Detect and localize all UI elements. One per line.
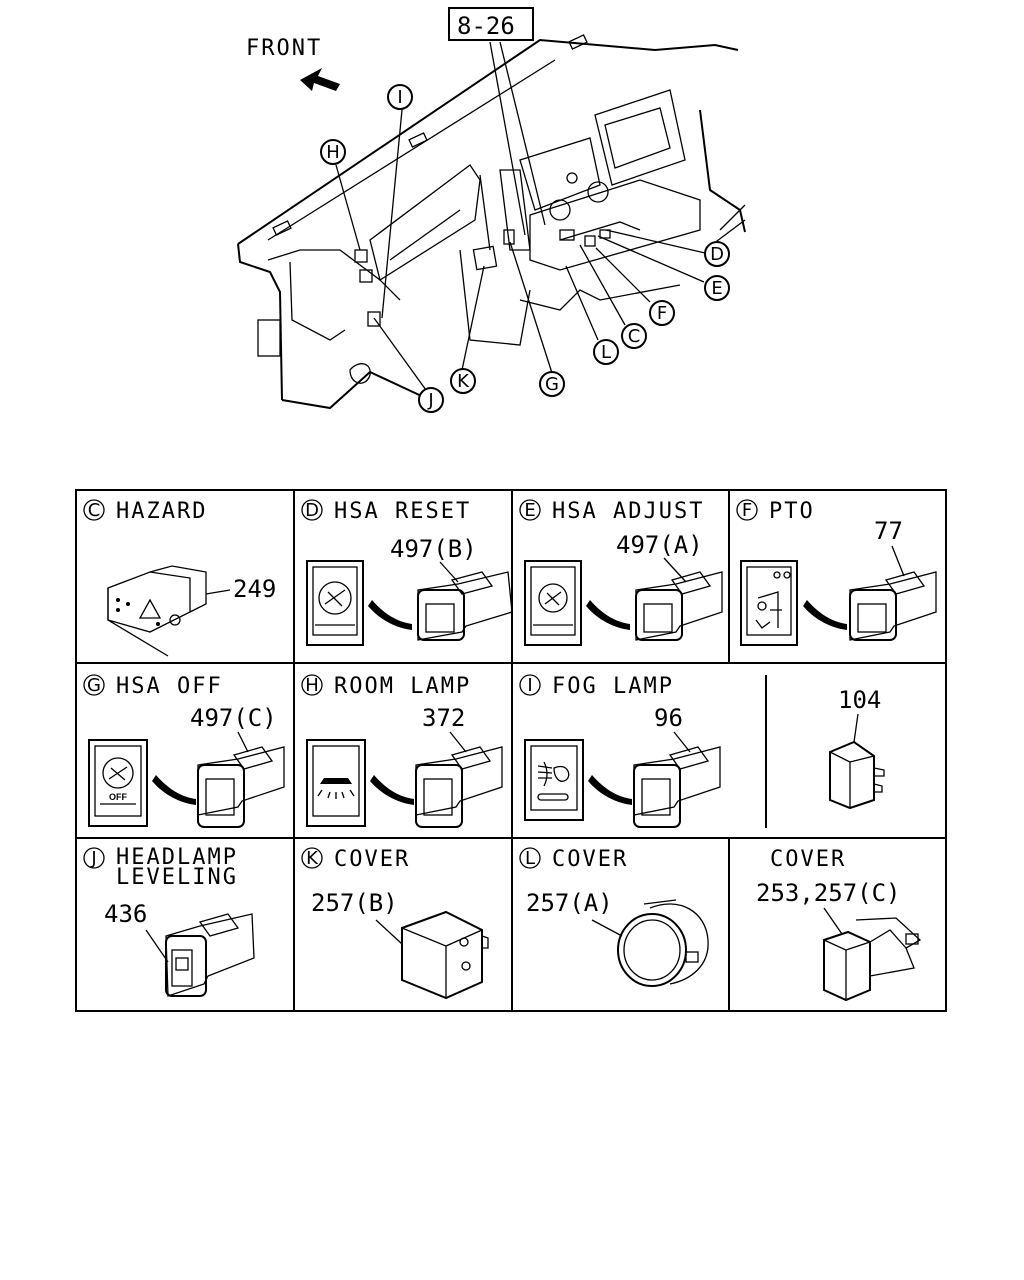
callout-l: L — [593, 339, 619, 365]
part-number: 372 — [422, 704, 465, 732]
svg-text:I: I — [527, 675, 532, 696]
cell-hsa-adjust: E HSA ADJUST 497(A) — [519, 499, 723, 646]
svg-text:I: I — [397, 87, 402, 108]
svg-text:K: K — [306, 848, 319, 869]
part-number: 257(A) — [526, 889, 613, 917]
part-number: 253,257(C) — [756, 879, 901, 907]
arrow-icon — [586, 600, 630, 630]
cell-letter-circle — [83, 499, 105, 521]
svg-text:H: H — [326, 142, 340, 163]
hsa-adjust-face-icon — [524, 560, 582, 646]
hsa-reset-face-icon — [306, 560, 364, 646]
part-number: 257(B) — [311, 889, 398, 917]
part-number: 249 — [233, 575, 276, 603]
part-number: 497(A) — [616, 531, 703, 559]
cell-hsa-reset: D HSA RESET 497(B) — [301, 499, 513, 646]
cell-hsa-off: G HSA OFF 497(C) OFF — [83, 674, 285, 828]
svg-text:F: F — [657, 303, 667, 324]
callout-e: E — [704, 275, 730, 301]
room-lamp-face-icon — [306, 739, 366, 827]
part-number: 104 — [838, 686, 881, 714]
cell-cover-k: K COVER 257(B) — [301, 847, 489, 1000]
svg-text:E: E — [711, 278, 722, 299]
cover-block-icon — [829, 740, 885, 810]
cell-pto: F PTO 77 — [736, 499, 937, 646]
svg-text:G: G — [545, 374, 559, 395]
off-text: OFF — [109, 792, 127, 802]
switch-body-icon — [849, 571, 937, 641]
svg-text:K: K — [457, 371, 470, 392]
callout-c: C — [621, 323, 647, 349]
callout-f: F — [649, 300, 675, 326]
switch-body-icon — [197, 746, 285, 828]
arrow-icon — [370, 775, 414, 805]
switch-body-icon — [417, 571, 513, 641]
cell-title: COVER — [552, 847, 628, 872]
cell-104: 104 — [829, 686, 885, 810]
cell-title: COVER — [770, 847, 846, 872]
svg-text:H: H — [305, 675, 319, 696]
cell-title: FOG LAMP — [552, 674, 674, 699]
callout-h: H — [320, 139, 346, 165]
reference-box-label: 8-26 — [457, 12, 515, 40]
cell-title: PTO — [769, 499, 815, 524]
arrow-icon — [803, 600, 847, 630]
svg-text:C: C — [628, 326, 641, 347]
svg-text:F: F — [742, 500, 752, 521]
svg-text:J: J — [90, 848, 96, 869]
switch-body-icon — [415, 746, 503, 828]
svg-text:D: D — [305, 500, 319, 521]
svg-text:E: E — [524, 500, 535, 521]
svg-text:C: C — [88, 500, 101, 521]
cell-title: HEADLAMP — [116, 845, 238, 870]
cell-title: COVER — [334, 847, 410, 872]
cell-hazard: C HAZARD 249 — [83, 499, 276, 657]
switch-body-icon — [635, 571, 723, 641]
callout-d: D — [704, 241, 730, 267]
cell-title-line2: LEVELING — [116, 865, 238, 890]
cell-title: ROOM LAMP — [334, 674, 471, 699]
callout-k: K — [450, 368, 476, 394]
dashboard-overview: FRONT 8-26 — [237, 7, 746, 413]
cell-fog-lamp: I FOG LAMP 96 — [519, 674, 721, 828]
switch-body-icon — [633, 746, 721, 828]
cell-room-lamp: H ROOM LAMP 372 — [301, 674, 503, 828]
cell-headlamp-leveling: J HEADLAMP LEVELING 436 — [83, 845, 255, 997]
cover-c-icon — [823, 917, 922, 1002]
callout-j: J — [418, 387, 444, 413]
cover-l-icon — [617, 899, 709, 987]
cell-title: HSA OFF — [116, 674, 223, 699]
part-number: 436 — [104, 900, 147, 928]
part-number: 497(C) — [190, 704, 277, 732]
callout-g: G — [539, 371, 565, 397]
arrow-icon — [368, 600, 412, 630]
leveling-switch-icon — [165, 913, 255, 997]
parts-grid: C HAZARD 249 D HSA RESET 497(B) — [75, 489, 947, 1012]
svg-text:G: G — [87, 675, 101, 696]
callout-i: I — [387, 84, 413, 110]
hazard-switch-icon — [107, 565, 207, 657]
cell-title: HSA RESET — [334, 499, 471, 524]
fog-lamp-face-icon — [524, 739, 584, 821]
reference-box — [448, 7, 534, 41]
part-number: 96 — [654, 704, 683, 732]
cell-cover-l: L COVER 257(A) — [519, 847, 709, 987]
part-number: 497(B) — [390, 535, 477, 563]
cover-k-icon — [401, 910, 489, 1000]
part-number: 77 — [874, 517, 903, 545]
arrow-icon — [588, 775, 632, 805]
svg-text:D: D — [710, 244, 724, 265]
cell-title: HSA ADJUST — [552, 499, 704, 524]
hsa-off-face-icon: OFF — [88, 739, 148, 827]
front-label: FRONT — [246, 36, 322, 61]
pto-face-icon — [740, 560, 798, 646]
front-arrow-icon — [300, 68, 340, 91]
svg-text:L: L — [601, 342, 611, 363]
svg-text:L: L — [525, 848, 535, 869]
cell-cover-c: COVER 253,257(C) — [756, 847, 922, 1002]
cell-title: HAZARD — [116, 499, 207, 524]
svg-text:J: J — [427, 390, 433, 411]
arrow-icon — [152, 775, 196, 805]
